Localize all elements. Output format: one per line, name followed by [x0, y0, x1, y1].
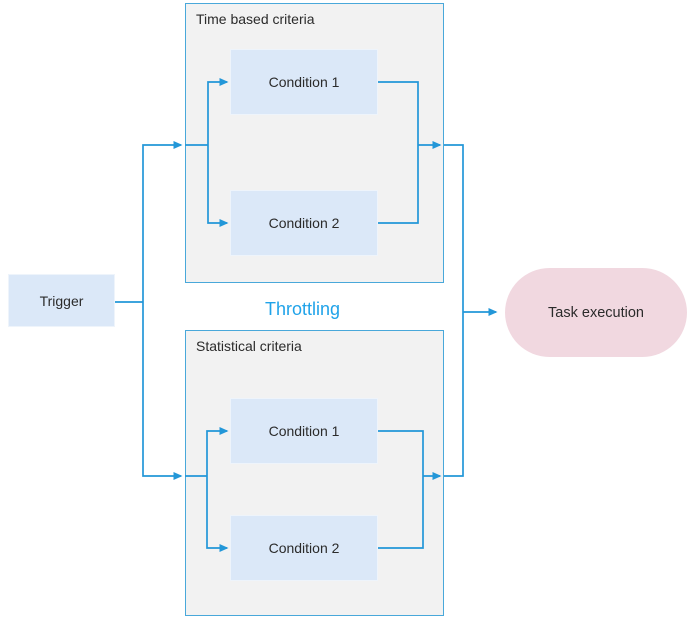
edge-trigger-to-time-group [142, 141, 183, 302]
throttling-label: Throttling [264, 298, 341, 319]
edge-to-statistical-condition-2 [206, 476, 229, 552]
edge-statistical-to-junction [444, 312, 464, 477]
node-time-condition-1: Condition 1 [230, 49, 378, 115]
condition-label: Condition 1 [268, 423, 340, 439]
node-statistical-condition-2: Condition 2 [230, 515, 378, 581]
edge-trigger-to-statistical-group [142, 302, 183, 480]
edge-statistical-merge [378, 430, 424, 549]
condition-label: Condition 2 [268, 215, 340, 231]
group-time-title: Time based criteria [196, 11, 315, 27]
edge-to-time-condition-2 [207, 145, 229, 227]
condition-label: Condition 2 [268, 540, 340, 556]
node-statistical-condition-1: Condition 1 [230, 398, 378, 464]
trigger-label: Trigger [39, 292, 84, 309]
condition-label: Condition 1 [268, 74, 340, 90]
task-label: Task execution [548, 304, 644, 321]
group-statistical-title: Statistical criteria [196, 338, 302, 354]
node-task-execution: Task execution [505, 268, 687, 357]
edge-to-statistical-condition-1 [206, 427, 229, 476]
edge-time-merge [378, 81, 419, 224]
edge-time-to-junction [444, 144, 464, 312]
edge-to-time-condition-1 [207, 78, 229, 145]
node-trigger: Trigger [8, 274, 115, 327]
node-time-condition-2: Condition 2 [230, 190, 378, 256]
